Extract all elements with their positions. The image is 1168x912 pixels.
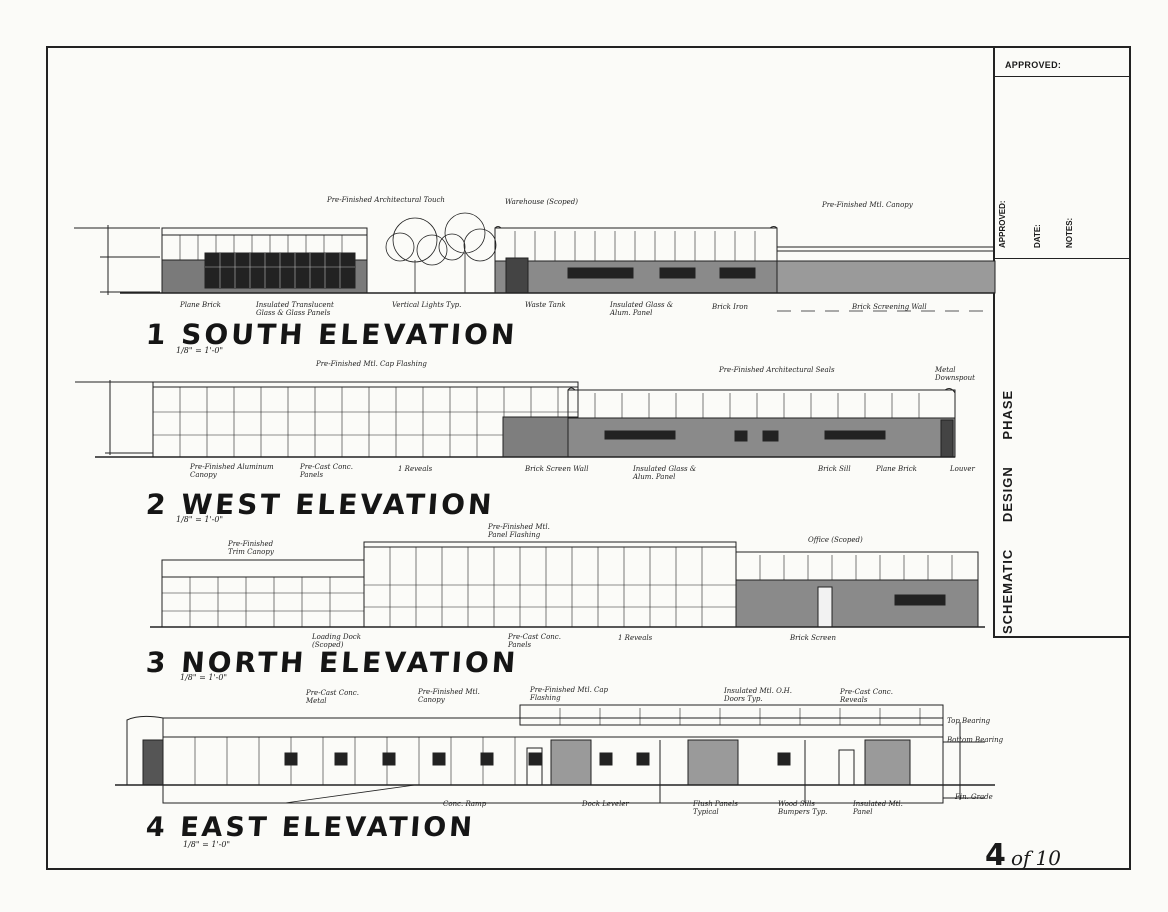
sheet-number: 4 of 10 [985,838,1061,873]
callout-note: Brick Sill [818,465,851,473]
callout-note: Plane Brick [180,301,221,309]
elevation-scale: 1/8" = 1'-0" [176,515,224,524]
callout-note: Office (Scoped) [808,536,863,544]
callout-note: Pre-Finished Mtl. Cap Flashing [530,686,609,702]
south-elevation-drawing [74,212,996,312]
callout-note: Insulated Translucent Glass & Glass Pane… [256,301,334,317]
callout-note: Waste Tank [525,301,566,309]
callout-note: Brick Iron [712,303,748,311]
sheet-number-total: 10 [1035,846,1061,870]
callout-note: Louver [950,465,975,473]
callout-note: Pre-Finished Architectural Touch [327,196,445,204]
callout-note: Insulated Glass & Alum. Panel [633,465,697,481]
callout-note: Pre-Finished Mtl. Canopy [822,201,913,209]
callout-note: Pre-Finished Trim Canopy [228,540,274,556]
callout-note: Fin. Grade [955,793,993,801]
callout-note: Pre-Cast Conc. Panels [300,463,353,479]
callout-note: Metal Downspout [935,366,975,382]
approved-label: APPROVED: [1005,60,1062,70]
elevation-scale: 1/8" = 1'-0" [183,840,231,849]
title-block: APPROVED: APPROVED: DATE: NOTES: SCHEMAT… [993,46,1131,636]
callout-note: Vertical Lights Typ. [392,301,462,309]
north-elevation-drawing [150,541,985,628]
callout-note: Pre-Finished Mtl. Cap Flashing [316,360,427,368]
callout-note: Pre-Finished Mtl. Canopy [418,688,480,704]
callout-note: Conc. Ramp [443,800,487,808]
callout-note: Pre-Finished Architectural Seals [719,366,835,374]
east-elevation-drawing [115,704,995,804]
sheet-number-of: of [1010,846,1031,870]
callout-note: Flush Panels Typical [693,800,738,816]
callout-note: Wood Sills Bumpers Typ. [778,800,828,816]
elevation-title: 4 EAST ELEVATION [144,812,476,843]
callout-note: Dock Leveler [582,800,629,808]
callout-note: Warehouse (Scoped) [505,198,578,206]
callout-note: Brick Screen [790,634,836,642]
callout-note: Insulated Glass & Alum. Panel [610,301,674,317]
callout-note: Top Bearing [947,717,991,725]
title-block-divider [995,258,1131,259]
phase-word: SCHEMATIC [1000,548,1015,634]
callout-note: Insulated Mtl. Panel [853,800,903,816]
callout-note: 1 Reveals [398,465,433,473]
title-block-divider [995,76,1131,77]
callout-note: Pre-Cast Conc. Panels [508,633,561,649]
callout-note: 1 Reveals [618,634,653,642]
phase-word: PHASE [1000,389,1015,440]
callout-note: Pre-Cast Conc. Reveals [840,688,893,704]
callout-note: Bottom Bearing [947,736,1004,744]
callout-note: Brick Screen Wall [525,465,589,473]
callout-note: Insulated Mtl. O.H. Doors Typ. [724,687,793,703]
phase-word: DESIGN [1000,466,1015,523]
notes-label: NOTES: [1065,217,1074,248]
callout-note: Pre-Cast Conc. Metal [306,689,359,705]
date-label: DATE: [1033,224,1042,248]
sheet-number-current: 4 [985,838,1006,873]
callout-note: Pre-Finished Mtl. Panel Flashing [488,523,550,539]
west-elevation-drawing [75,380,956,458]
title-block-bottom-line [993,636,1131,638]
approved-side-label: APPROVED: [998,200,1007,248]
callout-note: Plane Brick [876,465,917,473]
elevation-scale: 1/8" = 1'-0" [180,673,228,682]
sheet-border [46,46,1131,870]
elevation-scale: 1/8" = 1'-0" [176,346,224,355]
phase-label: SCHEMATIC DESIGN PHASE [1000,368,1015,634]
callout-note: Pre-Finished Aluminum Canopy [190,463,274,479]
callout-note: Brick Screening Wall [852,303,927,311]
callout-note: Loading Dock (Scoped) [312,633,361,649]
